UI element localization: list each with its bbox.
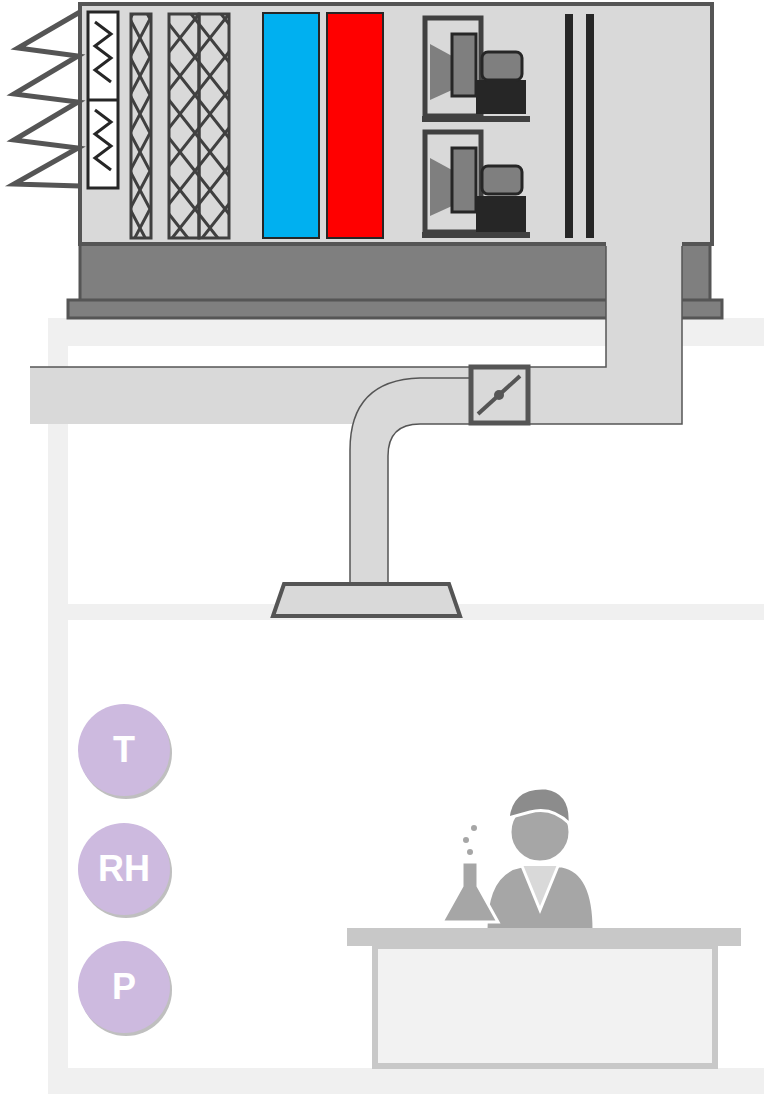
sensor-circle: T: [78, 704, 170, 796]
bag-filter: [169, 14, 229, 238]
heating-coil: [327, 13, 383, 238]
building-walls: [48, 318, 764, 1094]
pre-filter: [131, 14, 151, 238]
final-filter: [565, 14, 594, 238]
cooling-coil: [263, 13, 319, 238]
sensor-label: T: [113, 732, 135, 768]
sensor-circle: P: [78, 941, 170, 1033]
supply-fans: [422, 18, 530, 238]
sensor-label: RH: [98, 851, 150, 887]
sensor-label: P: [112, 969, 136, 1005]
ahu-casing: [80, 4, 712, 244]
scientist-figure: [442, 788, 594, 930]
supply-duct: [30, 238, 682, 582]
outdoor-damper: [88, 12, 118, 188]
duct-connection: [606, 236, 682, 246]
intake-louver: [14, 12, 80, 186]
supply-diffuser: [273, 584, 460, 616]
volume-damper: [471, 367, 528, 423]
lab-bench: [347, 928, 741, 1066]
sensor-circle: RH: [78, 823, 170, 915]
